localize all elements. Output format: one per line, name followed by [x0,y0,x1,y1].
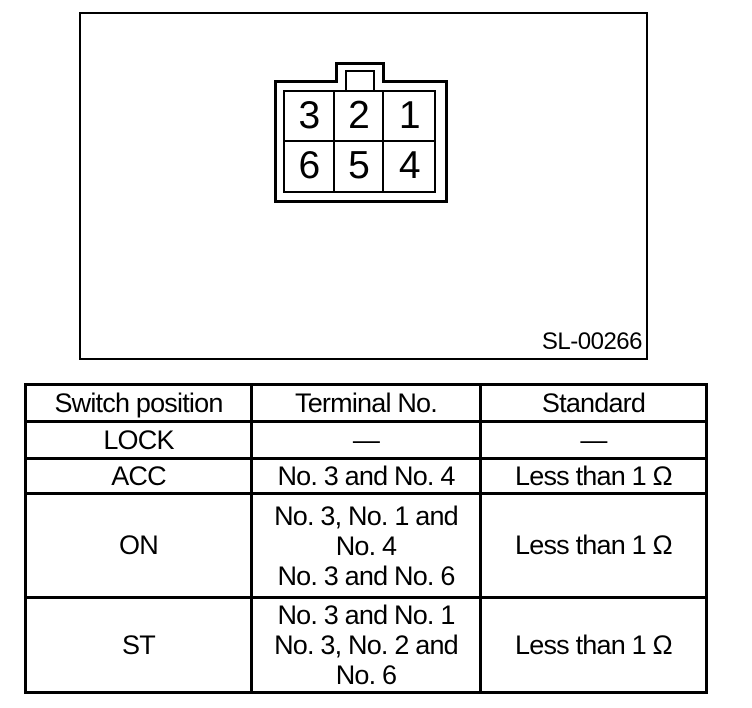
ignition-switch-spec-table: Switch position Terminal No. Standard LO… [24,383,708,694]
table-row-lock: LOCK — — [24,420,708,460]
terminal-no-cell: No. 3 and No. 1 No. 3, No. 2 and No. 6 [250,596,482,694]
table-row-acc: ACC No. 3 and No. 4 Less than 1 Ω [24,457,708,495]
pin-cell-3: 3 [285,92,335,142]
column-header-terminal-no: Terminal No. [250,383,482,423]
standard-cell: Less than 1 Ω [479,457,708,495]
switch-position-cell: ACC [24,457,253,495]
terminal-no-cell: No. 3 and No. 4 [250,457,482,495]
pin-cell-2: 2 [334,92,385,142]
column-header-switch-position: Switch position [24,383,253,423]
figure-reference-code: SL-00266 [541,328,643,355]
standard-cell: — [479,420,708,460]
connector-latch-tab-inner [345,70,375,92]
pin-cell-1: 1 [384,92,434,142]
table-row-st: ST No. 3 and No. 1 No. 3, No. 2 and No. … [24,596,708,694]
pin-cell-6: 6 [285,141,335,191]
switch-position-cell: ON [24,492,253,599]
switch-position-cell: LOCK [24,420,253,460]
terminal-no-cell: — [250,420,482,460]
table-row-on: ON No. 3, No. 1 and No. 4 No. 3 and No. … [24,492,708,599]
connector-figure-box: 3 2 1 6 5 4 SL-00266 [79,12,648,360]
standard-cell: Less than 1 Ω [479,596,708,694]
table-header-row: Switch position Terminal No. Standard [24,383,708,423]
pin-cell-4: 4 [384,141,434,191]
connector-pin-grid: 3 2 1 6 5 4 [283,90,436,193]
switch-position-cell: ST [24,596,253,694]
terminal-no-cell: No. 3, No. 1 and No. 4 No. 3 and No. 6 [250,492,482,599]
standard-cell: Less than 1 Ω [479,492,708,599]
column-header-standard: Standard [479,383,708,423]
pin-cell-5: 5 [334,141,385,191]
